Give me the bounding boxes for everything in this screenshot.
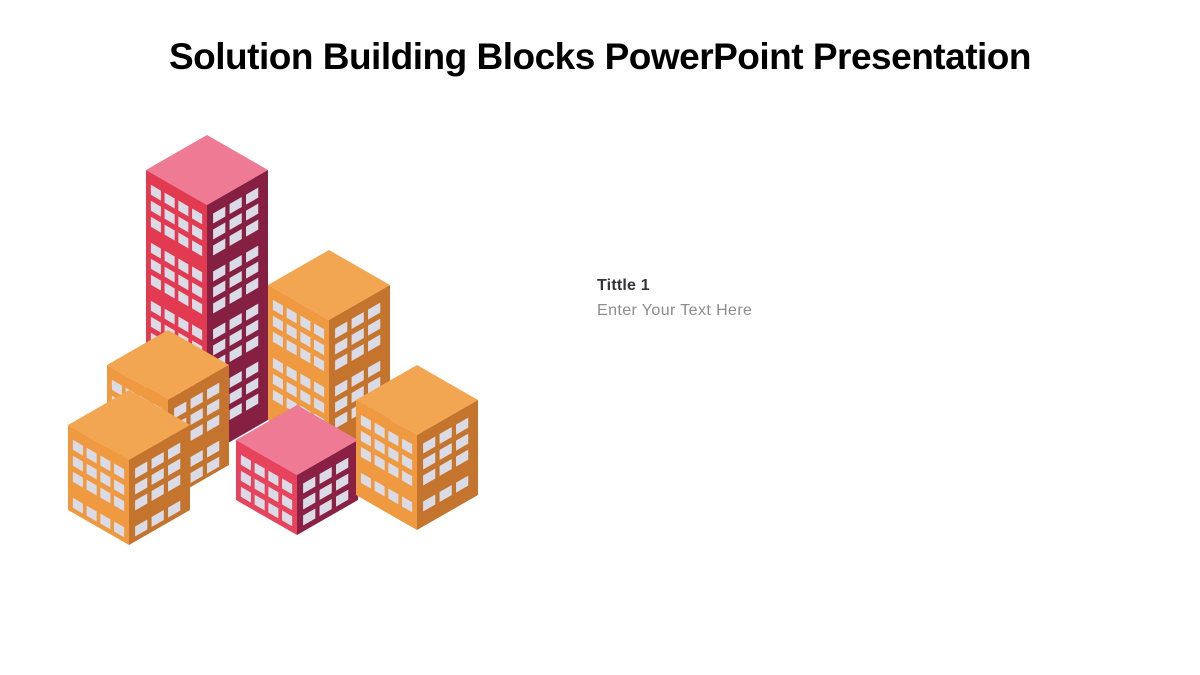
building-blocks-illustration [68, 135, 478, 545]
placeholder-body-text: Enter Your Text Here [597, 302, 753, 319]
slide-title: Solution Building Blocks PowerPoint Pres… [168, 36, 1032, 77]
text-placeholder-1: Tittle 1 Enter Your Text Here [597, 277, 752, 320]
placeholder-title: Tittle 1 [597, 277, 650, 294]
